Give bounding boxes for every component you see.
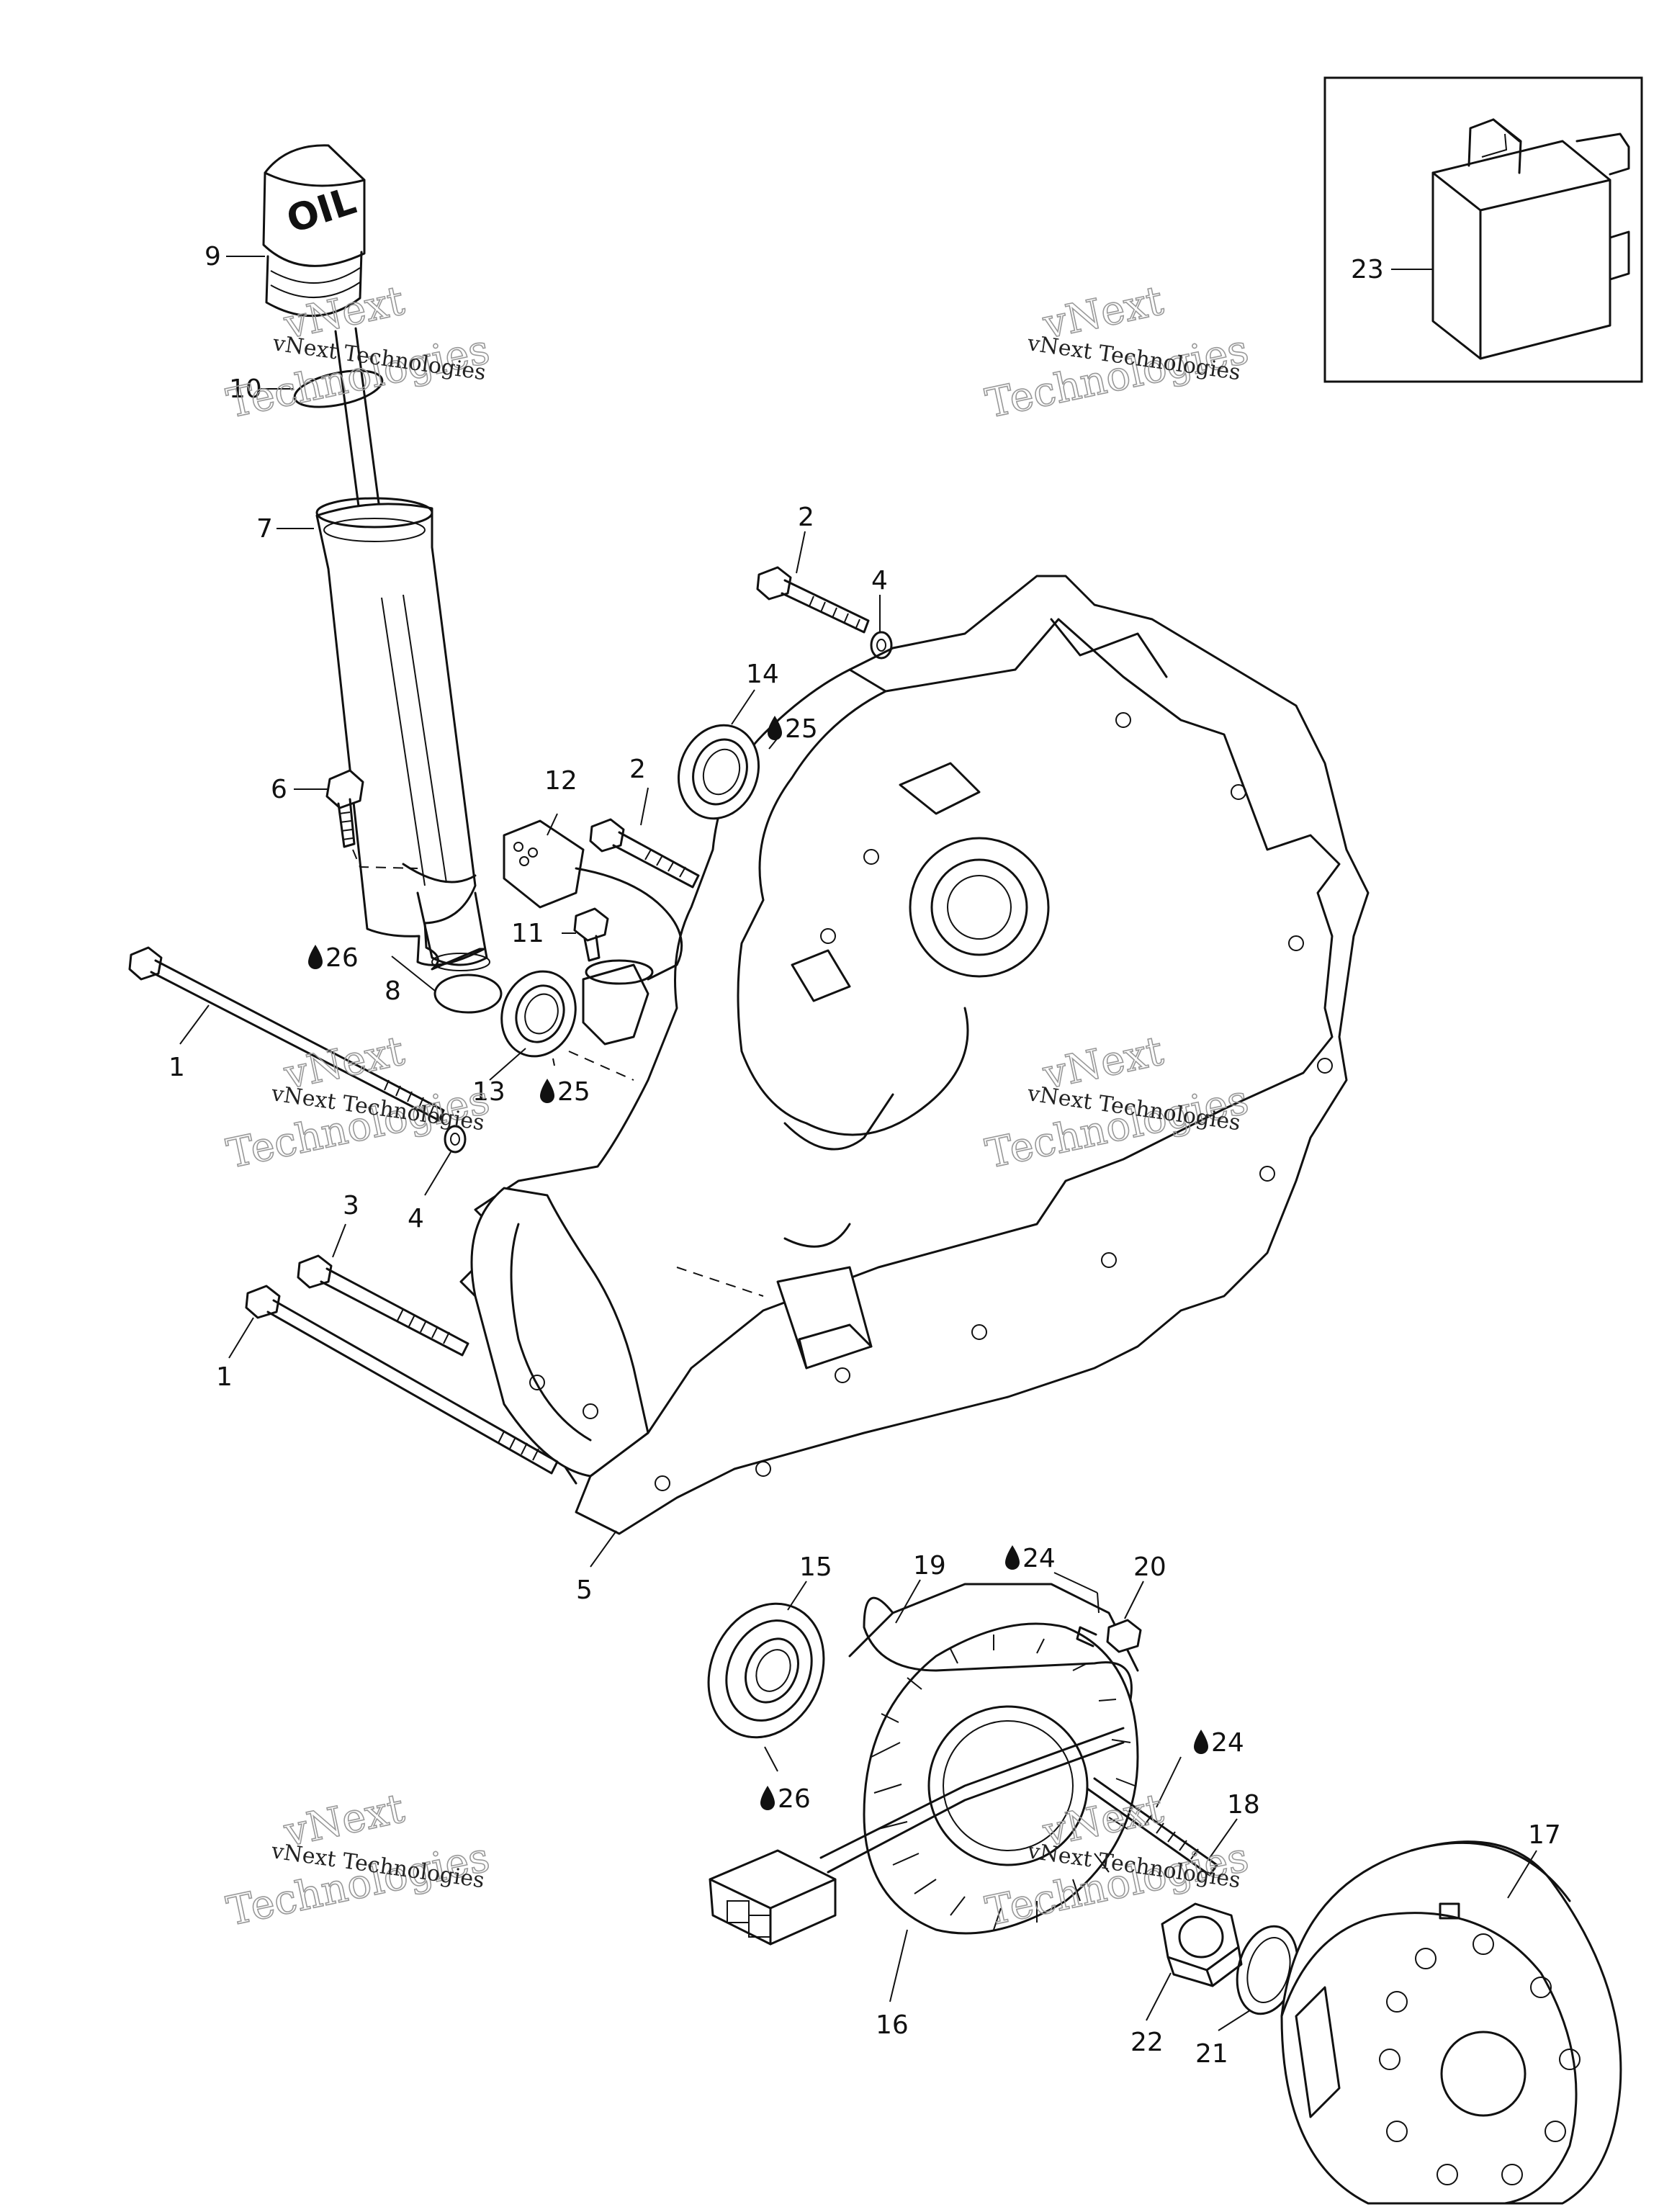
watermark-1: vNext Technologies vNext Technologies bbox=[222, 276, 495, 428]
lubricant-26-upper: 26 bbox=[308, 943, 359, 973]
callout-18: 18 bbox=[1227, 1790, 1260, 1820]
lubricant-25-lower: 25 bbox=[540, 1077, 590, 1107]
oil-filler-tube bbox=[315, 497, 490, 971]
callout-20: 20 bbox=[1133, 1552, 1166, 1582]
crankcase bbox=[459, 575, 1370, 1535]
o-ring-8 bbox=[433, 974, 503, 1014]
callout-4-lower: 4 bbox=[408, 1204, 424, 1233]
callout-14: 14 bbox=[746, 660, 779, 689]
inset-part-23 bbox=[1323, 76, 1643, 383]
flywheel-17 bbox=[1280, 1840, 1622, 2205]
callout-1-upper: 1 bbox=[168, 1053, 185, 1082]
bolt-2-middle bbox=[589, 818, 700, 889]
bolt-20 bbox=[1076, 1619, 1142, 1653]
svg-text:25: 25 bbox=[785, 714, 818, 744]
nut-22 bbox=[1161, 1902, 1243, 1987]
watermark-5: vNext Technologies vNext Technologies bbox=[222, 1784, 495, 1936]
washer-4-lower bbox=[444, 1125, 467, 1154]
watermark-2: vNext Technologies vNext Technologies bbox=[981, 276, 1254, 428]
lubricant-callouts: 25 26 25 24 24 26 bbox=[308, 714, 1244, 1814]
bolt-1-lower bbox=[245, 1285, 559, 1475]
callout-17: 17 bbox=[1528, 1820, 1561, 1850]
callout-23: 23 bbox=[1351, 255, 1384, 284]
o-ring-10 bbox=[293, 369, 384, 408]
stator-connector bbox=[709, 1849, 837, 1946]
bolt-11 bbox=[573, 907, 609, 962]
watermark-4: vNext Technologies vNext Technologies bbox=[981, 1027, 1254, 1178]
stator-16 bbox=[819, 1583, 1139, 1935]
bolt-1-upper bbox=[128, 946, 445, 1122]
bolt-6 bbox=[325, 769, 418, 869]
sensor-12 bbox=[503, 819, 683, 1046]
svg-text:26: 26 bbox=[325, 943, 359, 973]
svg-text:24: 24 bbox=[1211, 1728, 1244, 1758]
callout-15: 15 bbox=[799, 1552, 832, 1582]
bolt-2-upper bbox=[756, 566, 870, 634]
oil-seal-14 bbox=[677, 724, 760, 820]
lubricant-24-lower: 24 bbox=[1194, 1728, 1244, 1758]
callout-2-upper: 2 bbox=[798, 503, 814, 532]
callout-4-upper: 4 bbox=[871, 566, 888, 595]
svg-text:26: 26 bbox=[778, 1784, 811, 1814]
oil-drop-icon bbox=[760, 1786, 775, 1810]
callout-7: 7 bbox=[256, 514, 273, 544]
oil-drop-icon bbox=[1194, 1730, 1208, 1754]
callout-16: 16 bbox=[876, 2010, 909, 2040]
callout-2-middle: 2 bbox=[629, 755, 646, 784]
watermark-3: vNext Technologies vNext Technologies bbox=[222, 1027, 495, 1178]
callout-8: 8 bbox=[385, 976, 401, 1006]
leader-lines bbox=[179, 256, 1537, 2031]
svg-text:24: 24 bbox=[1022, 1544, 1056, 1573]
oil-drop-icon bbox=[540, 1079, 554, 1103]
callout-9: 9 bbox=[204, 242, 221, 271]
lubricant-24-upper: 24 bbox=[1005, 1544, 1056, 1573]
callout-19: 19 bbox=[913, 1551, 946, 1581]
callout-21: 21 bbox=[1195, 2039, 1228, 2069]
bearing-15 bbox=[707, 1602, 825, 1739]
bolt-3 bbox=[297, 1254, 469, 1357]
callout-5: 5 bbox=[576, 1575, 593, 1605]
washer-4-upper bbox=[870, 631, 893, 660]
lubricant-26-lower: 26 bbox=[760, 1784, 811, 1814]
callout-11: 11 bbox=[511, 919, 544, 948]
callout-12: 12 bbox=[544, 766, 577, 796]
callout-3: 3 bbox=[343, 1191, 359, 1220]
lubricant-25-upper: 25 bbox=[768, 714, 818, 744]
oil-seal-13 bbox=[500, 970, 634, 1081]
callout-numbers: 9 10 7 6 8 1 12 11 2 2 4 14 13 4 3 1 5 1… bbox=[168, 242, 1561, 2069]
callout-6: 6 bbox=[271, 775, 287, 804]
callout-1-lower: 1 bbox=[216, 1362, 233, 1392]
svg-text:25: 25 bbox=[557, 1077, 590, 1107]
oil-drop-icon bbox=[768, 716, 782, 740]
stud-18 bbox=[1086, 1777, 1218, 1876]
callout-22: 22 bbox=[1130, 2028, 1164, 2057]
oil-drop-icon bbox=[308, 945, 323, 969]
callout-10: 10 bbox=[229, 374, 262, 404]
oil-drop-icon bbox=[1005, 1545, 1020, 1570]
callout-13: 13 bbox=[472, 1077, 505, 1107]
